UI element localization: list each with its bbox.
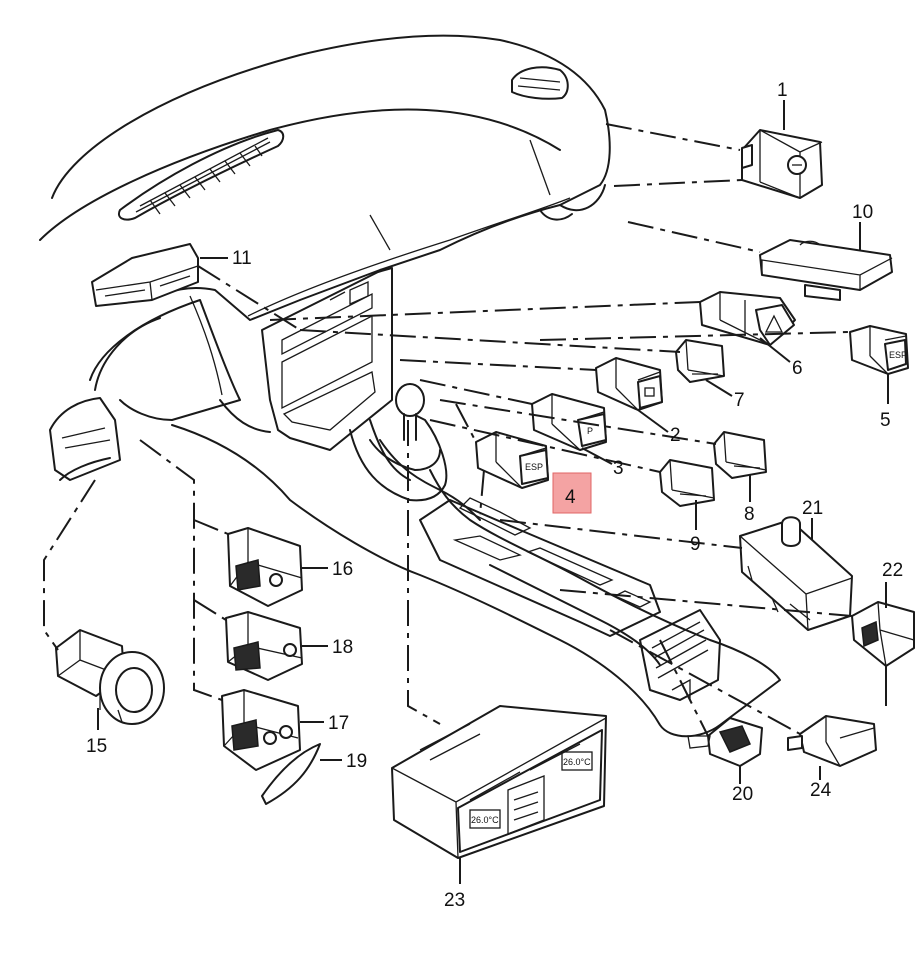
callout-labels: 1 2 3 4 5 6 7 8 9 10 11 15 16 17 18 19 2… bbox=[86, 80, 903, 911]
part-7-blank-cover bbox=[675, 339, 725, 383]
callout-23: 23 bbox=[444, 890, 465, 911]
part-1-light-switch bbox=[741, 129, 823, 199]
part-11-vent-housing bbox=[91, 243, 199, 307]
callout-pointers bbox=[97, 100, 889, 884]
callout-9: 9 bbox=[690, 534, 701, 555]
callout-10: 10 bbox=[852, 202, 873, 223]
part-5-esp-button: ESP bbox=[849, 325, 909, 375]
callout-6: 6 bbox=[792, 358, 803, 379]
dashboard-assembly bbox=[39, 34, 781, 738]
part-23-climate-control: 26.0°C 26.0°C bbox=[391, 705, 607, 859]
climate-right-temp: 26.0°C bbox=[563, 757, 591, 767]
callout-22: 22 bbox=[882, 560, 903, 581]
leader-lines bbox=[43, 123, 853, 737]
highlight-box-part-4 bbox=[552, 472, 592, 514]
climate-left-temp: 26.0°C bbox=[471, 815, 499, 825]
callout-16: 16 bbox=[332, 559, 353, 580]
vent-slats bbox=[135, 137, 271, 215]
callout-18: 18 bbox=[332, 637, 353, 658]
part-15-ignition-lock bbox=[55, 629, 165, 725]
part-4-esp-button: ESP bbox=[475, 431, 549, 489]
part-8-blank-cover bbox=[713, 431, 767, 479]
callout-8: 8 bbox=[744, 504, 755, 525]
callout-24: 24 bbox=[810, 780, 832, 801]
callout-7: 7 bbox=[734, 390, 745, 411]
part-2-parking-button bbox=[595, 357, 663, 411]
callout-1: 1 bbox=[777, 80, 788, 101]
part-16-seat-heat-panel bbox=[227, 527, 303, 607]
p-legend-3: P bbox=[587, 426, 593, 436]
callout-11: 11 bbox=[232, 248, 252, 269]
part-19-cover-plate bbox=[261, 743, 321, 805]
callout-21: 21 bbox=[802, 498, 823, 519]
part-6-hazard-switch bbox=[699, 291, 796, 346]
part-3-parking-button: P bbox=[531, 393, 607, 451]
part-20-switch bbox=[687, 717, 763, 767]
callout-3: 3 bbox=[613, 458, 624, 479]
part-21-control-unit bbox=[739, 516, 853, 631]
part-24-switch bbox=[787, 715, 877, 767]
part-17-seat-heat-panel bbox=[221, 689, 301, 771]
part-22-switch-module bbox=[851, 601, 915, 667]
callout-4: 4 bbox=[565, 487, 576, 508]
part-9-blank-cover bbox=[659, 459, 715, 507]
esp-legend-4: ESP bbox=[525, 462, 543, 472]
callout-15: 15 bbox=[86, 736, 107, 757]
callout-2: 2 bbox=[670, 425, 681, 446]
part-18-seat-heat-panel bbox=[225, 611, 303, 681]
part-10-switch-panel bbox=[759, 239, 893, 301]
callout-5: 5 bbox=[880, 410, 891, 431]
esp-legend-5: ESP bbox=[889, 350, 907, 360]
callout-20: 20 bbox=[732, 784, 753, 805]
callout-17: 17 bbox=[328, 713, 349, 734]
callout-19: 19 bbox=[346, 751, 367, 772]
